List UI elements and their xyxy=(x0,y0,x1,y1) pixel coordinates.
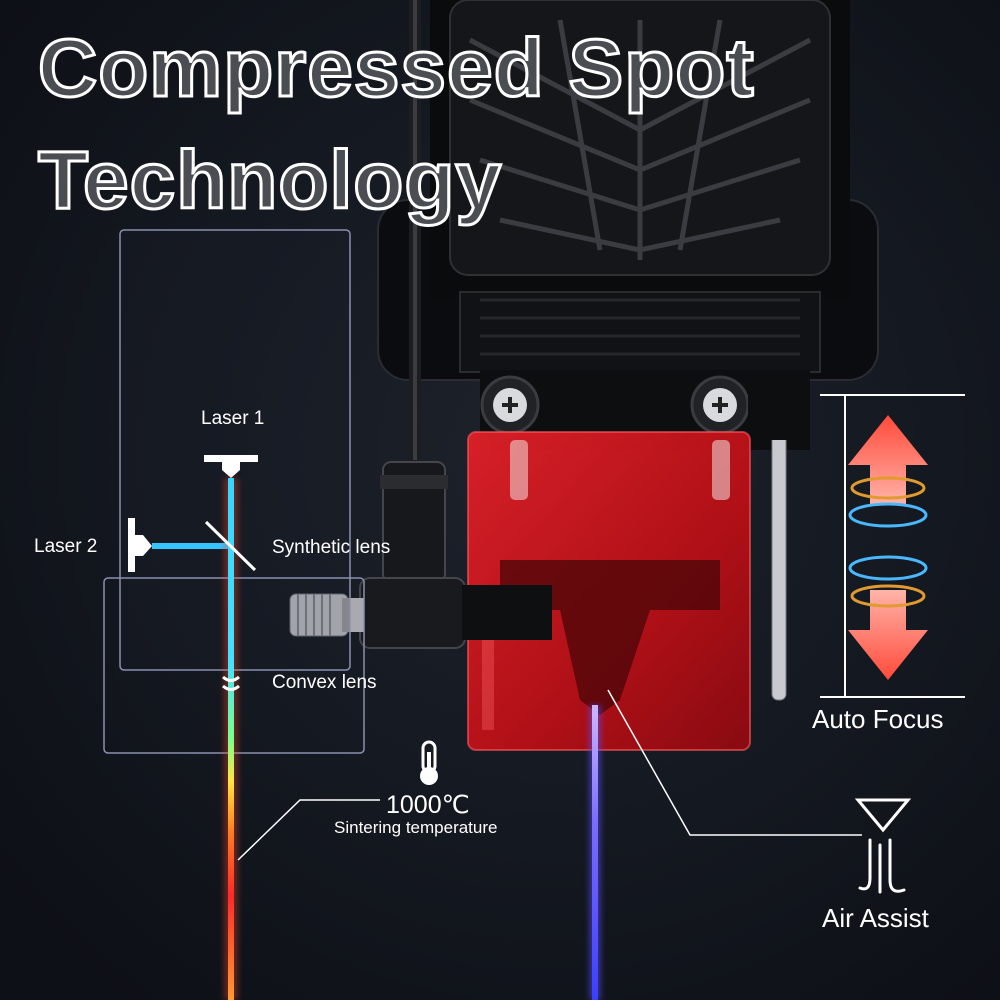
combined-beam xyxy=(228,478,234,1000)
convex-lens-mark xyxy=(222,675,240,682)
page-title-line1: Compressed Spot xyxy=(37,23,756,114)
auto-focus-bracket xyxy=(820,394,965,698)
air-assist-icon xyxy=(854,798,912,894)
fan-grill xyxy=(468,19,812,260)
laser2-label: Laser 2 xyxy=(34,536,98,557)
synthetic-lens-mirror xyxy=(204,520,257,572)
red-shield xyxy=(467,431,751,751)
screw-left xyxy=(480,375,540,435)
page-title-line2: Technology xyxy=(36,135,503,226)
laser2-emitter xyxy=(128,518,152,572)
thermometer-icon xyxy=(420,740,438,785)
focus-probe xyxy=(771,429,787,701)
down-arrow-icon xyxy=(848,590,928,680)
output-beam xyxy=(592,705,598,1000)
screw-right xyxy=(690,375,750,435)
laser2-beam xyxy=(152,543,234,549)
laser1-label: Laser 1 xyxy=(201,408,265,429)
temperature-leader xyxy=(237,799,380,861)
up-arrow-icon xyxy=(848,415,928,505)
heat-fins xyxy=(480,298,800,356)
optics-diagram xyxy=(103,229,365,1000)
air-assist-leader xyxy=(607,689,862,836)
convex-lens-label: Convex lens xyxy=(272,672,377,693)
focus-rings xyxy=(848,476,928,608)
temperature-label: Sintering temperature xyxy=(334,818,498,837)
air-hose xyxy=(289,0,552,649)
air-assist-label: Air Assist xyxy=(822,903,929,933)
temperature-value: 1000℃ xyxy=(386,791,470,819)
laser1-emitter xyxy=(204,455,258,478)
auto-focus-label: Auto Focus xyxy=(812,704,944,734)
synthetic-lens-label: Synthetic lens xyxy=(272,537,391,558)
